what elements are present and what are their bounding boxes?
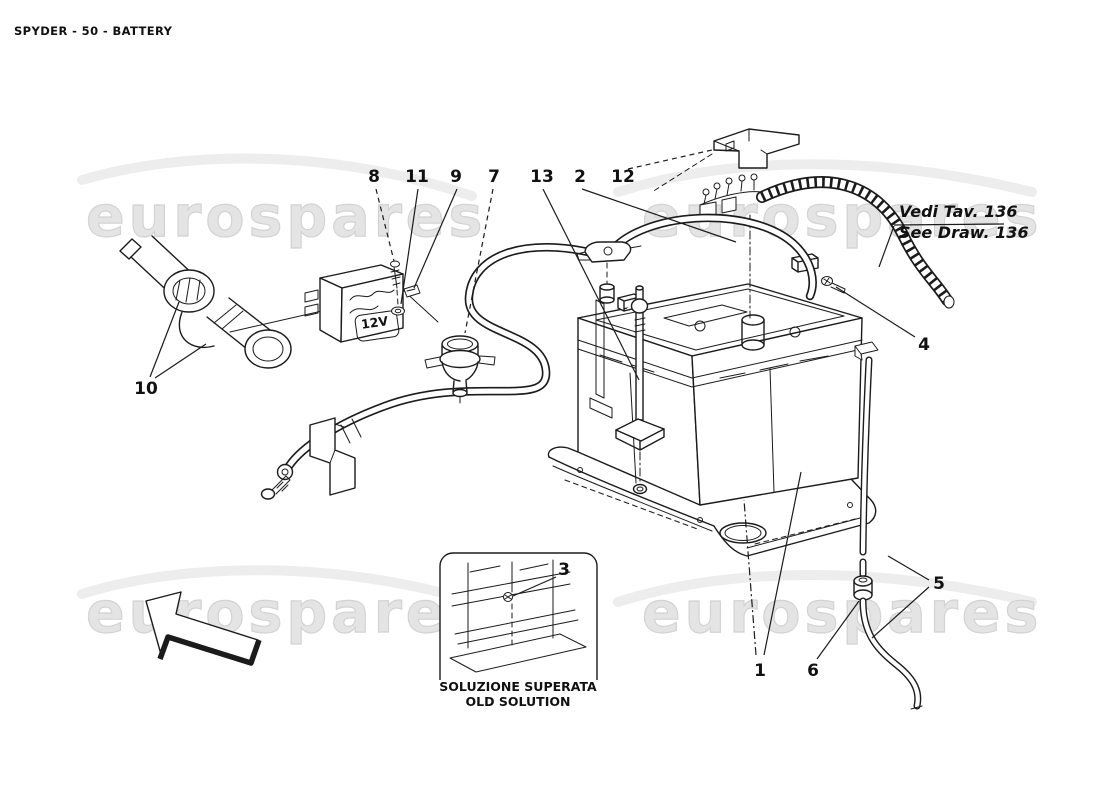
positive-cable-drawing <box>607 213 817 301</box>
drain-tube-drawing <box>853 341 923 710</box>
part-label-7: 7 <box>488 167 500 187</box>
watermark-text: eurospares <box>86 184 486 250</box>
inset-caption: SOLUZIONE SUPERATA OLD SOLUTION <box>437 679 599 709</box>
part-label-9: 9 <box>450 167 462 187</box>
part-label-11: 11 <box>405 167 429 187</box>
part-label-6: 6 <box>807 661 819 681</box>
terminal-clamp-drawing <box>576 241 642 304</box>
part-label-3: 3 <box>558 560 570 580</box>
part-label-4: 4 <box>918 335 930 355</box>
cover-bracket-drawing <box>713 128 800 169</box>
hold-down-rod-drawing <box>615 285 665 495</box>
battery-tray-drawing <box>547 446 877 557</box>
part-label-10: 10 <box>134 379 158 399</box>
disconnect-switch-drawing <box>119 235 323 369</box>
part-label-5: 5 <box>933 574 945 594</box>
watermark-text: eurospares <box>642 580 1042 646</box>
reference-note: Vedi Tav. 136 See Draw. 136 <box>899 201 1029 243</box>
battery-drawing <box>577 253 863 506</box>
inset-caption-english: OLD SOLUTION <box>465 693 571 709</box>
watermark-swoosh <box>77 153 1037 607</box>
old-solution-inset <box>439 552 598 696</box>
part-label-13: 13 <box>530 167 554 187</box>
leader-lines <box>149 149 930 660</box>
direction-arrow <box>145 591 262 666</box>
inset-caption-italian: SOLUZIONE SUPERATA <box>439 679 597 694</box>
part-label-8: 8 <box>368 167 380 187</box>
page-title: SPYDER - 50 - BATTERY <box>14 24 173 38</box>
vent-valve-drawing <box>424 335 496 404</box>
cable-bracket-bolt-drawing <box>260 417 356 500</box>
reference-note-english: See Draw. 136 <box>899 223 1029 242</box>
ground-cable-drawing <box>276 243 602 481</box>
part-label-2: 2 <box>574 167 586 187</box>
bolt-drawing <box>821 276 846 294</box>
watermark-text: eurospares <box>86 580 486 646</box>
aux-post-box-drawing <box>304 264 439 343</box>
note-pointer-lines <box>878 223 1005 268</box>
part-label-12: 12 <box>611 167 635 187</box>
part-label-1: 1 <box>754 661 766 681</box>
screw-washer-clip-drawing <box>390 260 421 316</box>
reference-note-italian: Vedi Tav. 136 <box>899 202 1018 221</box>
corrugated-conduit-drawing <box>756 176 955 309</box>
